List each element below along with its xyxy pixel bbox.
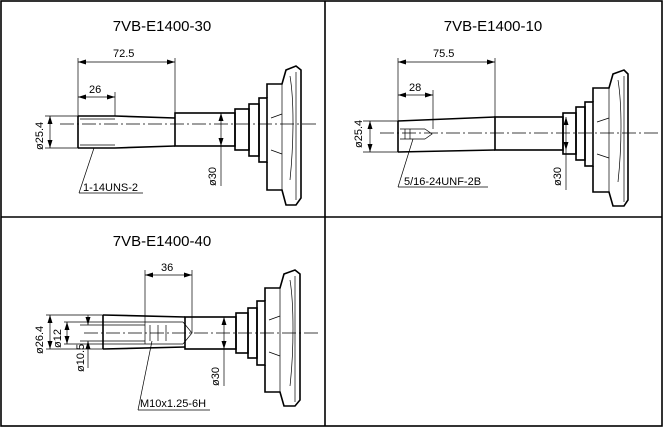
shaft-body xyxy=(174,97,268,163)
panel-title: 7VB-E1400-10 xyxy=(444,18,542,35)
dim-label: 36 xyxy=(161,262,173,274)
panel-title: 7VB-E1400-30 xyxy=(113,18,211,35)
panel-title: 7VB-E1400-40 xyxy=(113,233,211,250)
dim-label: ø30 xyxy=(210,367,222,386)
thread-callout: M10x1.25-6H xyxy=(137,340,210,411)
thread-callout: 5/16-24UNF-2B xyxy=(397,138,488,188)
threaded-end xyxy=(77,115,176,149)
dimension-28: 28 xyxy=(398,82,434,129)
dim-label: ø25.4 xyxy=(353,120,365,148)
dim-label: ø10.5 xyxy=(75,344,87,372)
panel-shaft-10: 7VB-E1400-10 xyxy=(353,18,658,207)
panel-shaft-40: 7VB-E1400-40 xyxy=(34,233,318,411)
diameter-30: ø30 xyxy=(552,117,569,190)
flange-hub xyxy=(264,269,301,407)
dimension-26: 26 xyxy=(78,84,116,116)
dimension-36: 36 xyxy=(144,262,193,333)
flange-hub xyxy=(592,69,629,207)
dim-label: ø26.4 xyxy=(34,326,46,354)
callout-label: 5/16-24UNF-2B xyxy=(404,176,481,188)
flange-hub xyxy=(266,65,302,206)
dim-label: ø30 xyxy=(207,167,219,186)
diameter-25-4: ø25.4 xyxy=(353,120,398,153)
callout-label: 1-14UNS-2 xyxy=(83,182,138,194)
dimension-75-5: 75.5 xyxy=(397,48,496,121)
thread-callout: 1-14UNS-2 xyxy=(78,147,143,194)
dim-label: ø12 xyxy=(52,329,64,348)
diameter-12: ø12 xyxy=(52,321,145,348)
dim-label: 26 xyxy=(89,84,101,96)
dim-label: 75.5 xyxy=(433,48,454,60)
diameter-30: ø30 xyxy=(207,113,224,186)
shaft-body xyxy=(494,101,594,167)
dim-label: ø30 xyxy=(552,167,564,186)
diameter-10-5: ø10.5 xyxy=(75,315,105,372)
diameter-26-4: ø26.4 xyxy=(34,314,103,354)
callout-label: M10x1.25-6H xyxy=(140,398,206,410)
dimension-72-5: 72.5 xyxy=(77,48,176,116)
empty-panel xyxy=(326,218,661,425)
diameter-30: ø30 xyxy=(210,317,227,386)
dim-label: 72.5 xyxy=(113,48,134,60)
panel-shaft-30: 7VB-E1400-30 xyxy=(34,18,318,206)
dim-label: 28 xyxy=(409,82,421,94)
tapered-end xyxy=(397,116,496,153)
dim-label: ø25.4 xyxy=(34,122,46,150)
diameter-25-4: ø25.4 xyxy=(34,115,78,150)
shaft-body xyxy=(184,300,266,366)
